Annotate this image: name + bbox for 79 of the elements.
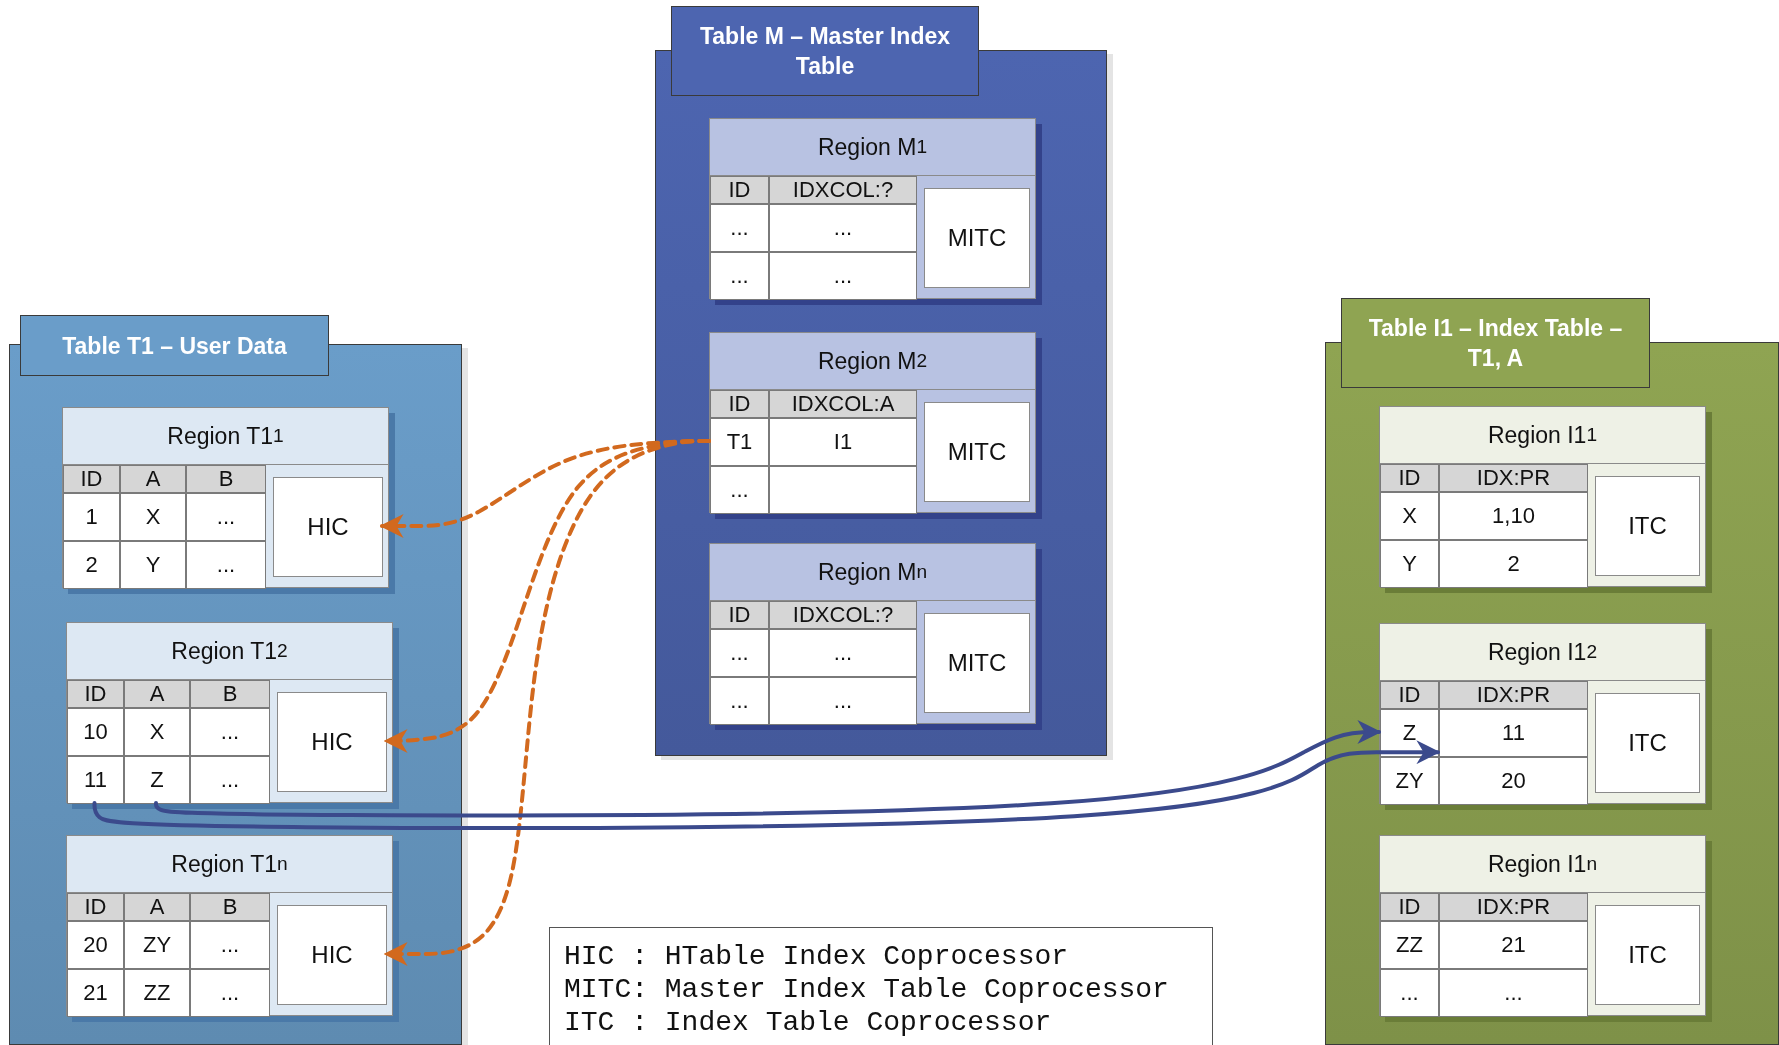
table-cell: ...: [710, 204, 769, 252]
column-header-cell: A: [120, 465, 186, 493]
table-cell: T1: [710, 418, 769, 466]
column-header-cell: ID: [710, 390, 769, 418]
table-cell: ...: [710, 466, 769, 514]
table-cell: ...: [769, 252, 917, 300]
column-header-cell: ID: [67, 893, 124, 921]
column-header-cell: IDX:PR: [1439, 464, 1588, 492]
table-cell: ...: [190, 708, 270, 756]
table-cell: 11: [67, 756, 124, 804]
table-cell: Y: [120, 541, 186, 589]
table-cell: Z: [124, 756, 190, 804]
column-header-cell: ID: [1380, 681, 1439, 709]
table-cell: 20: [1439, 757, 1588, 805]
column-header-cell: B: [190, 893, 270, 921]
column-header-cell: ID: [1380, 464, 1439, 492]
coprocessor-box: MITC: [924, 402, 1030, 502]
table-cell: ...: [710, 629, 769, 677]
table-cell: ...: [186, 541, 266, 589]
table-cell: ...: [769, 677, 917, 725]
table-cell: ...: [769, 204, 917, 252]
column-header-cell: IDXCOL:?: [769, 601, 917, 629]
table-title: Table M – Master Index Table: [671, 6, 979, 96]
table-cell: 20: [67, 921, 124, 969]
table-cell: ...: [1439, 969, 1588, 1017]
arrow: [92, 740, 1441, 831]
table-cell: I1: [769, 418, 917, 466]
coprocessor-box: ITC: [1595, 476, 1700, 576]
coprocessor-box: HIC: [277, 905, 387, 1005]
table-cell: ...: [769, 629, 917, 677]
coprocessor-box: MITC: [924, 188, 1030, 288]
dashed-arrow: [383, 439, 711, 966]
table-cell: 21: [67, 969, 124, 1017]
coprocessor-box: HIC: [273, 477, 383, 577]
table-cell: ...: [710, 252, 769, 300]
table-title: Table I1 – Index Table – T1, A: [1341, 298, 1650, 388]
column-header-cell: A: [124, 680, 190, 708]
legend-entry: MITC: Master Index Table Coprocessor: [564, 973, 1170, 1006]
table-title: Table T1 – User Data: [20, 315, 329, 376]
table-cell: ZZ: [1380, 921, 1439, 969]
column-header-cell: ID: [710, 601, 769, 629]
legend-entry: ITC : Index Table Coprocessor: [564, 1006, 1053, 1039]
column-header-cell: IDX:PR: [1439, 893, 1588, 921]
table-cell: ZZ: [124, 969, 190, 1017]
table-cell: ...: [190, 969, 270, 1017]
coprocessor-box: MITC: [924, 613, 1030, 713]
table-cell: ZY: [124, 921, 190, 969]
coprocessor-box: HIC: [277, 692, 387, 792]
column-header-cell: B: [190, 680, 270, 708]
table-cell: 11: [1439, 709, 1588, 757]
column-header-cell: ID: [67, 680, 124, 708]
table-cell: X: [120, 493, 186, 541]
coprocessor-box: ITC: [1595, 693, 1700, 793]
table-cell: X: [124, 708, 190, 756]
table-cell: ...: [186, 493, 266, 541]
column-header-cell: ID: [1380, 893, 1439, 921]
table-cell: ...: [190, 756, 270, 804]
table-cell: ...: [190, 921, 270, 969]
column-header-cell: ID: [63, 465, 120, 493]
column-header-cell: IDX:PR: [1439, 681, 1588, 709]
table-cell: 1,10: [1439, 492, 1588, 540]
table-cell: 21: [1439, 921, 1588, 969]
table-cell: 2: [1439, 540, 1588, 588]
table-cell: X: [1380, 492, 1439, 540]
table-cell: 2: [63, 541, 120, 589]
column-header-cell: IDXCOL:A: [769, 390, 917, 418]
table-cell: Y: [1380, 540, 1439, 588]
table-cell: 10: [67, 708, 124, 756]
table-cell: 1: [63, 493, 120, 541]
column-header-cell: B: [186, 465, 266, 493]
table-cell: ...: [1380, 969, 1439, 1017]
arrow: [154, 720, 1382, 818]
table-cell: ...: [710, 677, 769, 725]
column-header-cell: ID: [710, 176, 769, 204]
legend-entry: HIC : HTable Index Coprocessor: [564, 940, 1070, 973]
coprocessor-box: ITC: [1595, 905, 1700, 1005]
column-header-cell: A: [124, 893, 190, 921]
column-header-cell: IDXCOL:?: [769, 176, 917, 204]
table-cell: ZY: [1380, 757, 1439, 805]
